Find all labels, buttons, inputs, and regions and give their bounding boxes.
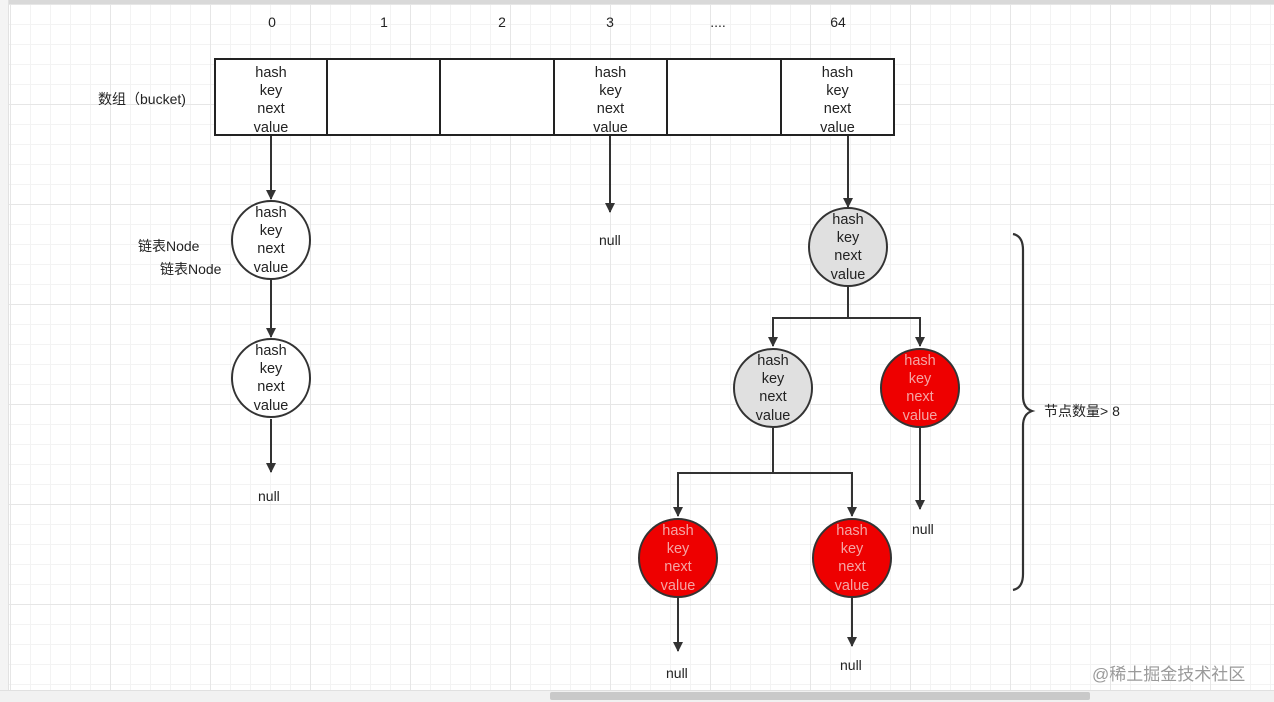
tree-root-node: hash key next value xyxy=(808,207,888,287)
list-node-1: hash key next value xyxy=(231,200,311,280)
node-fields: hash key next value xyxy=(820,65,855,136)
bucket-index-64: 64 xyxy=(830,14,846,30)
linked-list-node-label: 链表Node xyxy=(138,238,200,254)
bucket-cell-3: hash key next value xyxy=(553,58,668,136)
watermark: @稀土掘金技术社区 xyxy=(1092,665,1246,684)
node-fields: hash key next value xyxy=(830,212,866,283)
tree-red-node-left: hash key next value xyxy=(638,518,718,598)
bucket-cell-0: hash key next value xyxy=(214,58,328,136)
list-node-2: hash key next value xyxy=(231,338,311,418)
node-fields: hash key next value xyxy=(660,523,696,594)
bucket-index-1: 1 xyxy=(380,14,388,30)
node-fields: hash key next value xyxy=(253,343,289,414)
left-border xyxy=(0,0,9,701)
bucket-array-label: 数组（bucket) xyxy=(98,91,186,107)
null-label-list: null xyxy=(258,488,280,504)
branch-root-right xyxy=(848,317,925,347)
branch-grey-right xyxy=(773,472,857,517)
brace xyxy=(1012,232,1036,592)
node-fields: hash key next value xyxy=(593,65,628,136)
bucket-cell-1 xyxy=(326,58,441,136)
bucket-cell-2 xyxy=(439,58,555,136)
scrollbar-thumb[interactable] xyxy=(550,692,1090,700)
null-label-bucket-3: null xyxy=(599,232,621,248)
bucket-index-ellipsis: .... xyxy=(710,14,726,30)
node-fields: hash key next value xyxy=(902,353,938,424)
null-label-red-right: null xyxy=(912,521,934,537)
branch-root xyxy=(768,287,849,347)
node-count-label: 节点数量> 8 xyxy=(1044,403,1120,419)
linked-list-node-label: 链表Node xyxy=(160,261,222,277)
node-fields: hash key next value xyxy=(755,353,791,424)
node-fields: hash key next value xyxy=(253,65,289,136)
null-label-red-left: null xyxy=(666,665,688,681)
tree-grey-node: hash key next value xyxy=(733,348,813,428)
node-fields: hash key next value xyxy=(253,205,289,276)
top-border xyxy=(0,0,1274,4)
tree-red-node-right: hash key next value xyxy=(880,348,960,428)
bucket-cell-4 xyxy=(666,58,782,136)
tree-red-node-mid: hash key next value xyxy=(812,518,892,598)
bucket-index-3: 3 xyxy=(606,14,614,30)
node-fields: hash key next value xyxy=(834,523,870,594)
branch-grey xyxy=(673,428,774,517)
bucket-cell-64: hash key next value xyxy=(780,58,895,136)
bucket-index-0: 0 xyxy=(268,14,276,30)
bucket-index-2: 2 xyxy=(498,14,506,30)
null-label-red-mid: null xyxy=(840,657,862,673)
